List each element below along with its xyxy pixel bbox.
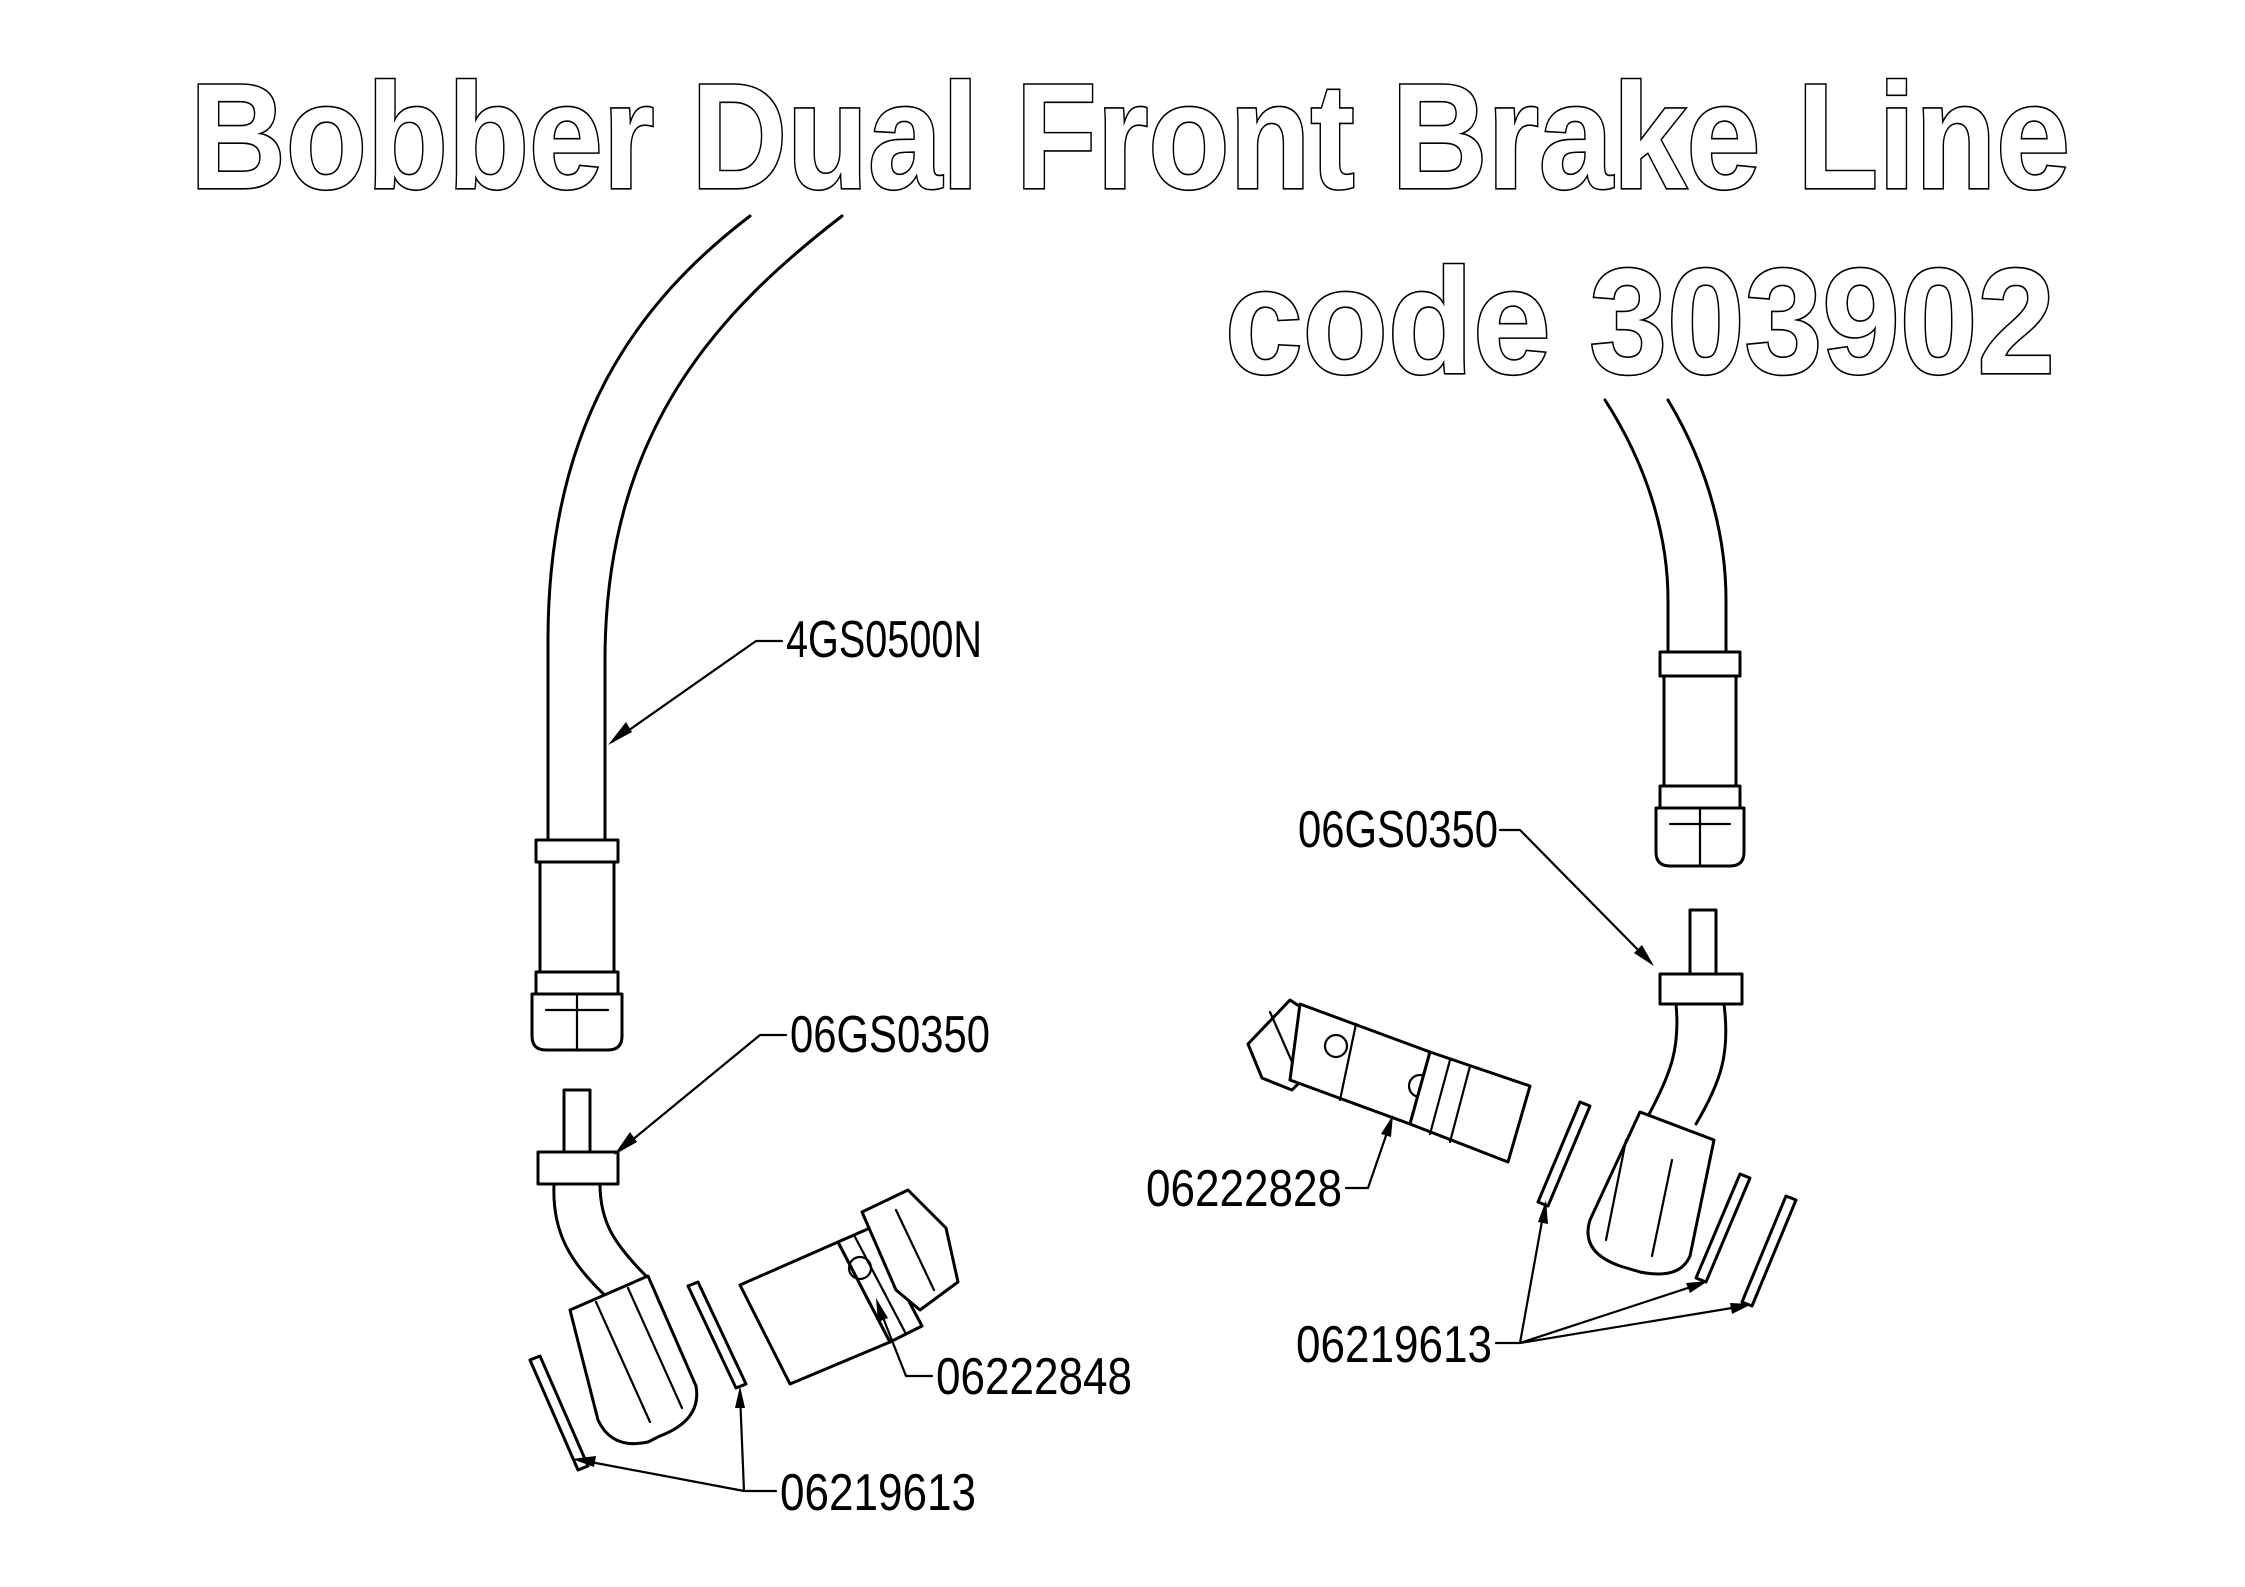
label-left-seal-part-number: 06219613	[780, 1464, 976, 1522]
right-banjo-fitting	[1586, 908, 1744, 1276]
left-seal-washer-a	[528, 1354, 590, 1472]
right-seal-washer-c	[1740, 1194, 1798, 1308]
label-left-bolt-part-number: 06222848	[936, 1348, 1132, 1406]
right-banjo-bolt	[1246, 998, 1532, 1164]
left-banjo-bolt	[738, 1188, 960, 1386]
left-hose-fitting	[530, 838, 624, 1052]
left-banjo-fitting	[536, 1088, 699, 1446]
leader-lines	[572, 639, 1752, 1493]
right-hose	[1603, 398, 1728, 654]
diagram-title-line1: Bobber Dual Front Brake Line	[190, 52, 2070, 220]
label-right-washer-part-number: 06GS0350	[1298, 801, 1498, 859]
left-hose	[546, 214, 844, 842]
left-seal-washer-b	[686, 1280, 748, 1390]
label-left-washer-part-number: 06GS0350	[790, 1006, 990, 1064]
diagram-title-line2: code 303902	[1225, 237, 2055, 405]
label-right-bolt-part-number: 06222828	[1146, 1160, 1342, 1218]
label-hose-part-number: 4GS0500N	[786, 611, 982, 669]
label-right-seal-part-number: 06219613	[1296, 1316, 1492, 1374]
right-hose-fitting	[1654, 650, 1746, 868]
right-seal-washer-a	[1536, 1100, 1592, 1208]
